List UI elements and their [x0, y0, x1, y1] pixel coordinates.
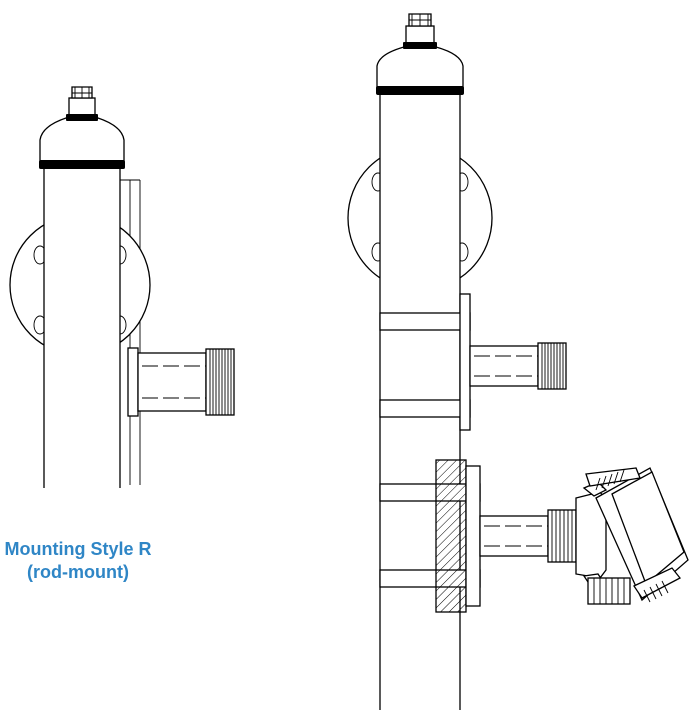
transmitter-arm: [479, 509, 577, 563]
sensor-body: [39, 86, 125, 488]
caption-subtitle: (rod-mount): [27, 562, 129, 582]
upper-clamp: [379, 293, 567, 431]
caption-title: Mounting Style R: [4, 539, 152, 559]
rod-clamp: [127, 347, 235, 417]
pipe-mount-figure: [347, 13, 689, 710]
o-ring-band: [376, 86, 464, 95]
o-ring-band: [39, 160, 125, 169]
transmitter-housing: [575, 467, 689, 605]
rod-mount-figure: [9, 86, 235, 488]
lower-clamp: [379, 459, 481, 613]
